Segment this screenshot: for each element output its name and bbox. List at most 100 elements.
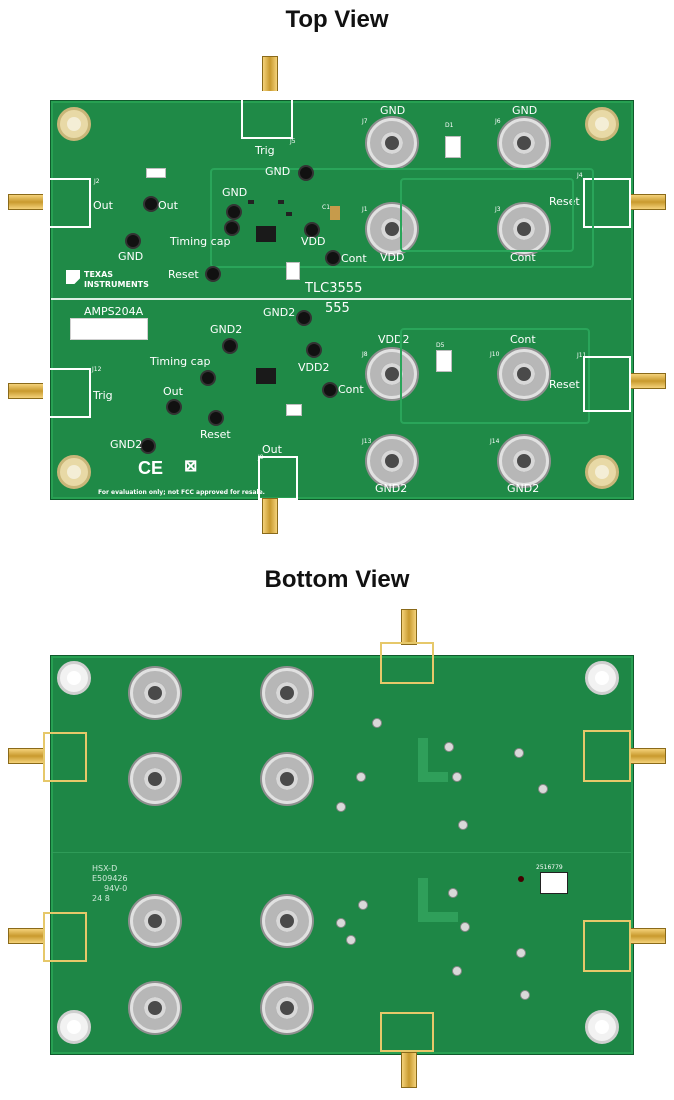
ce-mark-icon: CE <box>138 458 164 478</box>
out-bottom-label: Out <box>262 443 282 456</box>
tp-vdd <box>304 222 320 238</box>
via-2 <box>444 742 454 752</box>
part-555: 555 <box>325 301 350 316</box>
tp-vdd2 <box>306 342 322 358</box>
right-sma-reset <box>630 194 666 210</box>
weee-icon: ⊠ <box>184 458 198 475</box>
gnd2-left-label: GND2 <box>110 438 143 451</box>
ref-j12: J12 <box>92 366 102 373</box>
ref-j13: J13 <box>362 438 372 445</box>
smd-pad-d2 <box>146 168 166 178</box>
vdd-jack-label: VDD <box>380 251 405 264</box>
gnd2-jack-label-1: GND2 <box>375 482 408 495</box>
via-4 <box>356 772 366 782</box>
tp-gnd2-2 <box>222 338 238 354</box>
top-board-divider <box>51 298 631 300</box>
left-sma-out <box>8 194 44 210</box>
right-sma-footprint <box>583 178 631 228</box>
jack-cont <box>499 204 549 254</box>
bottom-jack-2 <box>262 668 312 718</box>
tp-gnd2-3 <box>140 438 156 454</box>
reset-right-label-2: Reset <box>549 378 580 391</box>
via-10 <box>358 900 368 910</box>
via-7 <box>336 802 346 812</box>
jack-gnd2-left <box>367 436 417 486</box>
jack-vdd2 <box>367 349 417 399</box>
trace-top-1 <box>210 168 594 268</box>
bottom-mount-hole-tr <box>585 661 619 695</box>
bottom-jack-6 <box>262 896 312 946</box>
mount-hole-bl <box>57 455 91 489</box>
marking-94v0: 94V-0 <box>104 884 128 893</box>
bottom-right-sma-2 <box>630 928 666 944</box>
vdd-tp-label: VDD <box>301 235 326 248</box>
ref-j4: J4 <box>577 172 583 179</box>
left-sma-footprint <box>43 178 91 228</box>
gnd2-jack-label-2: GND2 <box>507 482 540 495</box>
cont-jack2-label: Cont <box>510 333 536 346</box>
bottom-sma-footprint <box>258 456 298 500</box>
via-14 <box>516 948 526 958</box>
via-15 <box>452 966 462 976</box>
out-tp-label: Out <box>158 199 178 212</box>
ti-text-2: INSTRUMENTS <box>84 280 149 289</box>
serial-number: 2516779 <box>536 864 563 871</box>
copper-pour-2 <box>418 878 428 918</box>
ref-j9: J9 <box>258 454 264 461</box>
ti-text-1: TEXAS <box>84 270 114 279</box>
tp-reset-2 <box>208 410 224 426</box>
gnd-label-right: GND <box>512 104 538 117</box>
ref-j2: J2 <box>94 178 100 185</box>
bottom-bottom-sma-footprint <box>380 1012 434 1052</box>
via-5 <box>452 772 462 782</box>
datamatrix-code-icon <box>540 872 568 894</box>
tp-out-2 <box>166 399 182 415</box>
bottom-jack-1 <box>130 668 180 718</box>
bottom-mount-hole-br <box>585 1010 619 1044</box>
out-label-left: Out <box>93 199 113 212</box>
bottom-jack-3 <box>130 754 180 804</box>
via-6 <box>538 784 548 794</box>
ref-d1: D1 <box>445 122 454 129</box>
tp-gnd-2 <box>125 233 141 249</box>
bottom-left-sma-2 <box>8 928 44 944</box>
bottom-bottom-sma <box>401 1052 417 1088</box>
tp-out <box>143 196 159 212</box>
copper-pour-1 <box>418 738 428 778</box>
reset-tp-label: Reset <box>168 268 199 281</box>
ref-j6: J6 <box>495 118 501 125</box>
smd-pad-d5 <box>436 350 452 372</box>
ref-j11: J11 <box>577 352 587 359</box>
cont-jack-label: Cont <box>510 251 536 264</box>
ref-j8: J8 <box>362 351 368 358</box>
via-3 <box>514 748 524 758</box>
smd-pad-d3 <box>286 262 300 280</box>
tp-gnd2-top <box>296 310 312 326</box>
smd-r2 <box>278 200 284 204</box>
gnd2-tp-label: GND2 <box>263 306 296 319</box>
bottom-sma-out <box>262 498 278 534</box>
timing-cap-label-bottom: Timing cap <box>150 355 211 368</box>
tp-cont <box>325 250 341 266</box>
ref-j14: J14 <box>490 438 500 445</box>
via-12 <box>460 922 470 932</box>
jack-gnd2-right <box>499 436 549 486</box>
gnd-tp3-label: GND <box>222 186 248 199</box>
via-11 <box>336 918 346 928</box>
part-tlc3555: TLC3555 <box>305 281 363 296</box>
mount-hole-tl <box>57 107 91 141</box>
top-view-title: Top View <box>285 6 389 33</box>
blank-label <box>70 318 148 340</box>
gnd-tp2-label: GND <box>118 250 144 263</box>
copper-pour-1b <box>418 772 448 782</box>
top-board-photo <box>50 100 634 500</box>
ref-c1: C1 <box>322 204 331 211</box>
gnd-label-left: GND <box>380 104 406 117</box>
tp-reset <box>205 266 221 282</box>
ref-j5: J5 <box>290 138 296 145</box>
bottom-board-divider <box>51 852 631 853</box>
left-sma-trig-footprint <box>43 368 91 418</box>
disclaimer-text: For evaluation only; not FCC approved fo… <box>98 489 265 496</box>
tp-gnd-top <box>298 165 314 181</box>
ti-logo-icon <box>66 270 80 284</box>
